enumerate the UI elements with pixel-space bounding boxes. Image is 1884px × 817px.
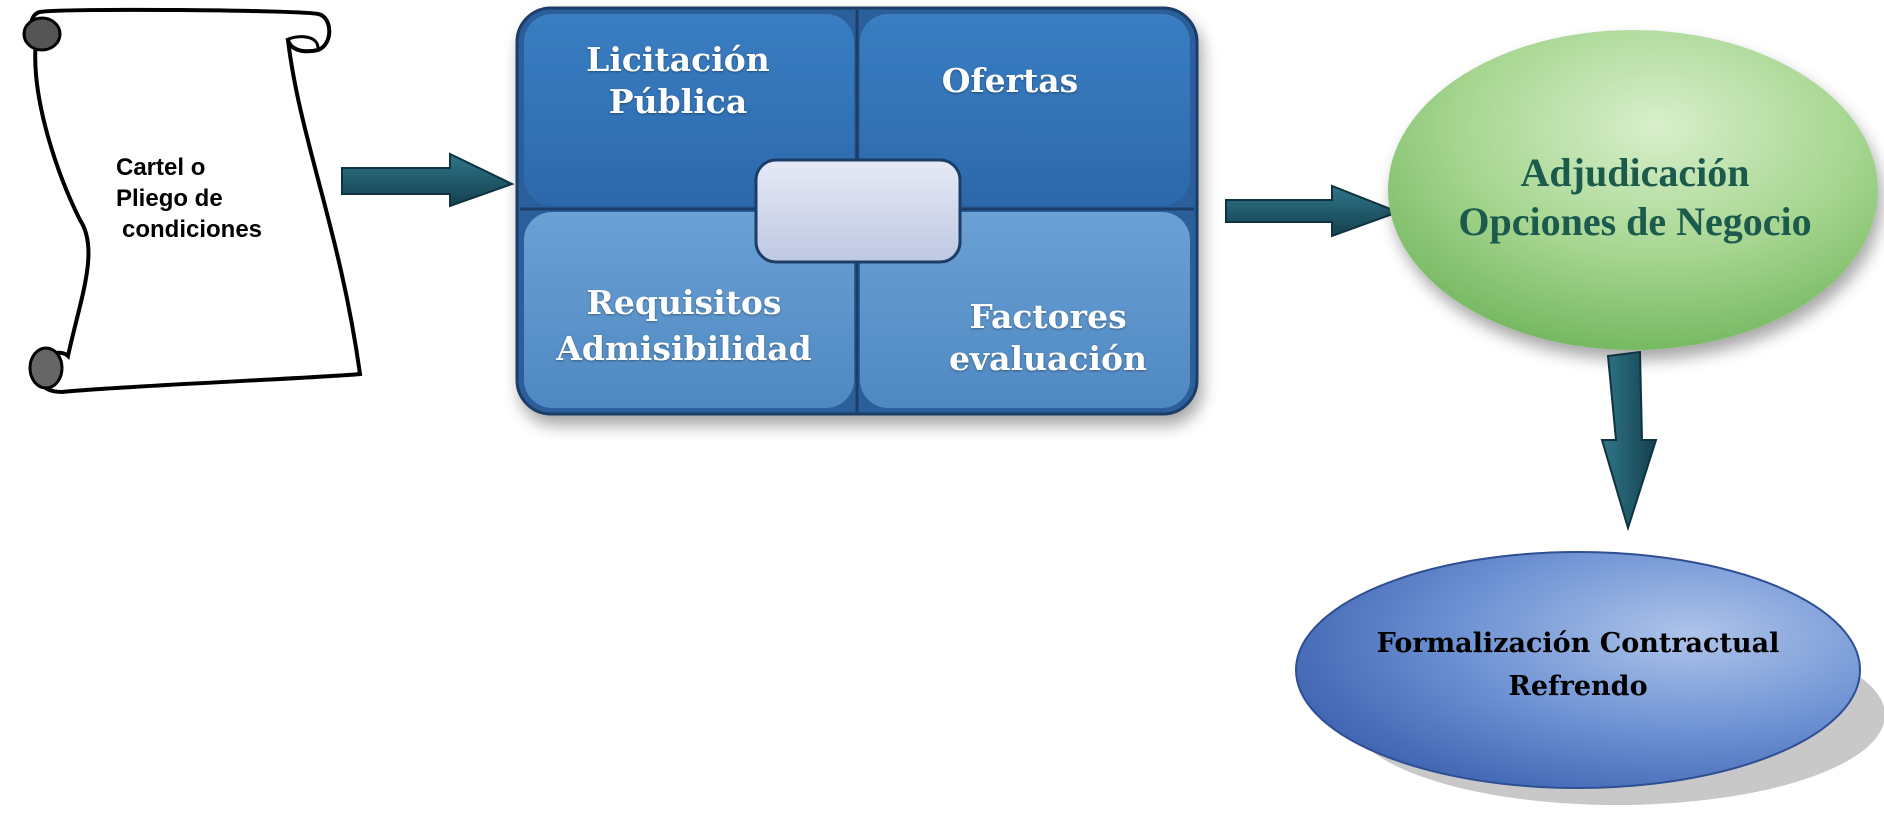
factores-label: Factores evaluación: [868, 296, 1228, 380]
contract-ellipse-group: [1295, 551, 1884, 805]
ofertas-line: Ofertas: [941, 61, 1079, 100]
award-line-2: Opciones de Negocio: [1458, 199, 1812, 244]
award-line-1: Adjudicación: [1520, 150, 1750, 195]
award-ellipse: [1388, 30, 1878, 350]
scroll-document: [22, 7, 363, 395]
scroll-label: Cartel o Pliego de condiciones: [116, 152, 346, 245]
licitacion-line-1: Licitación: [586, 40, 770, 79]
licitacion-line-2: Pública: [608, 82, 748, 121]
requisitos-label: Requisitos Admisibilidad: [534, 282, 834, 370]
contract-label: Formalización Contractual Refrendo: [1298, 622, 1858, 708]
matrix-block: [515, 6, 1199, 416]
contract-line-1: Formalización Contractual: [1376, 628, 1780, 659]
quadrant-ofertas: [860, 14, 1190, 206]
award-label: Adjudicación Opciones de Negocio: [1390, 148, 1880, 246]
ofertas-label: Ofertas: [860, 60, 1160, 102]
requisitos-line-1: Requisitos: [586, 283, 782, 322]
factores-line-1: Factores: [969, 297, 1127, 336]
factores-line-2: evaluación: [948, 339, 1148, 378]
arrow-right-1: [341, 152, 515, 208]
quadrant-licitacion: [524, 14, 854, 206]
scroll-line-2: Pliego de: [116, 185, 223, 212]
contract-ellipse: [1295, 551, 1861, 789]
requisitos-line-2: Admisibilidad: [556, 329, 812, 368]
scroll-line-1: Cartel o: [116, 154, 206, 181]
licitacion-label: Licitación Pública: [548, 39, 808, 123]
contract-line-2: Refrendo: [1508, 671, 1648, 702]
matrix-center: [754, 158, 962, 264]
arrow-down: [1600, 350, 1658, 532]
scroll-line-3: condiciones: [122, 216, 263, 243]
arrow-right-2: [1225, 184, 1401, 238]
